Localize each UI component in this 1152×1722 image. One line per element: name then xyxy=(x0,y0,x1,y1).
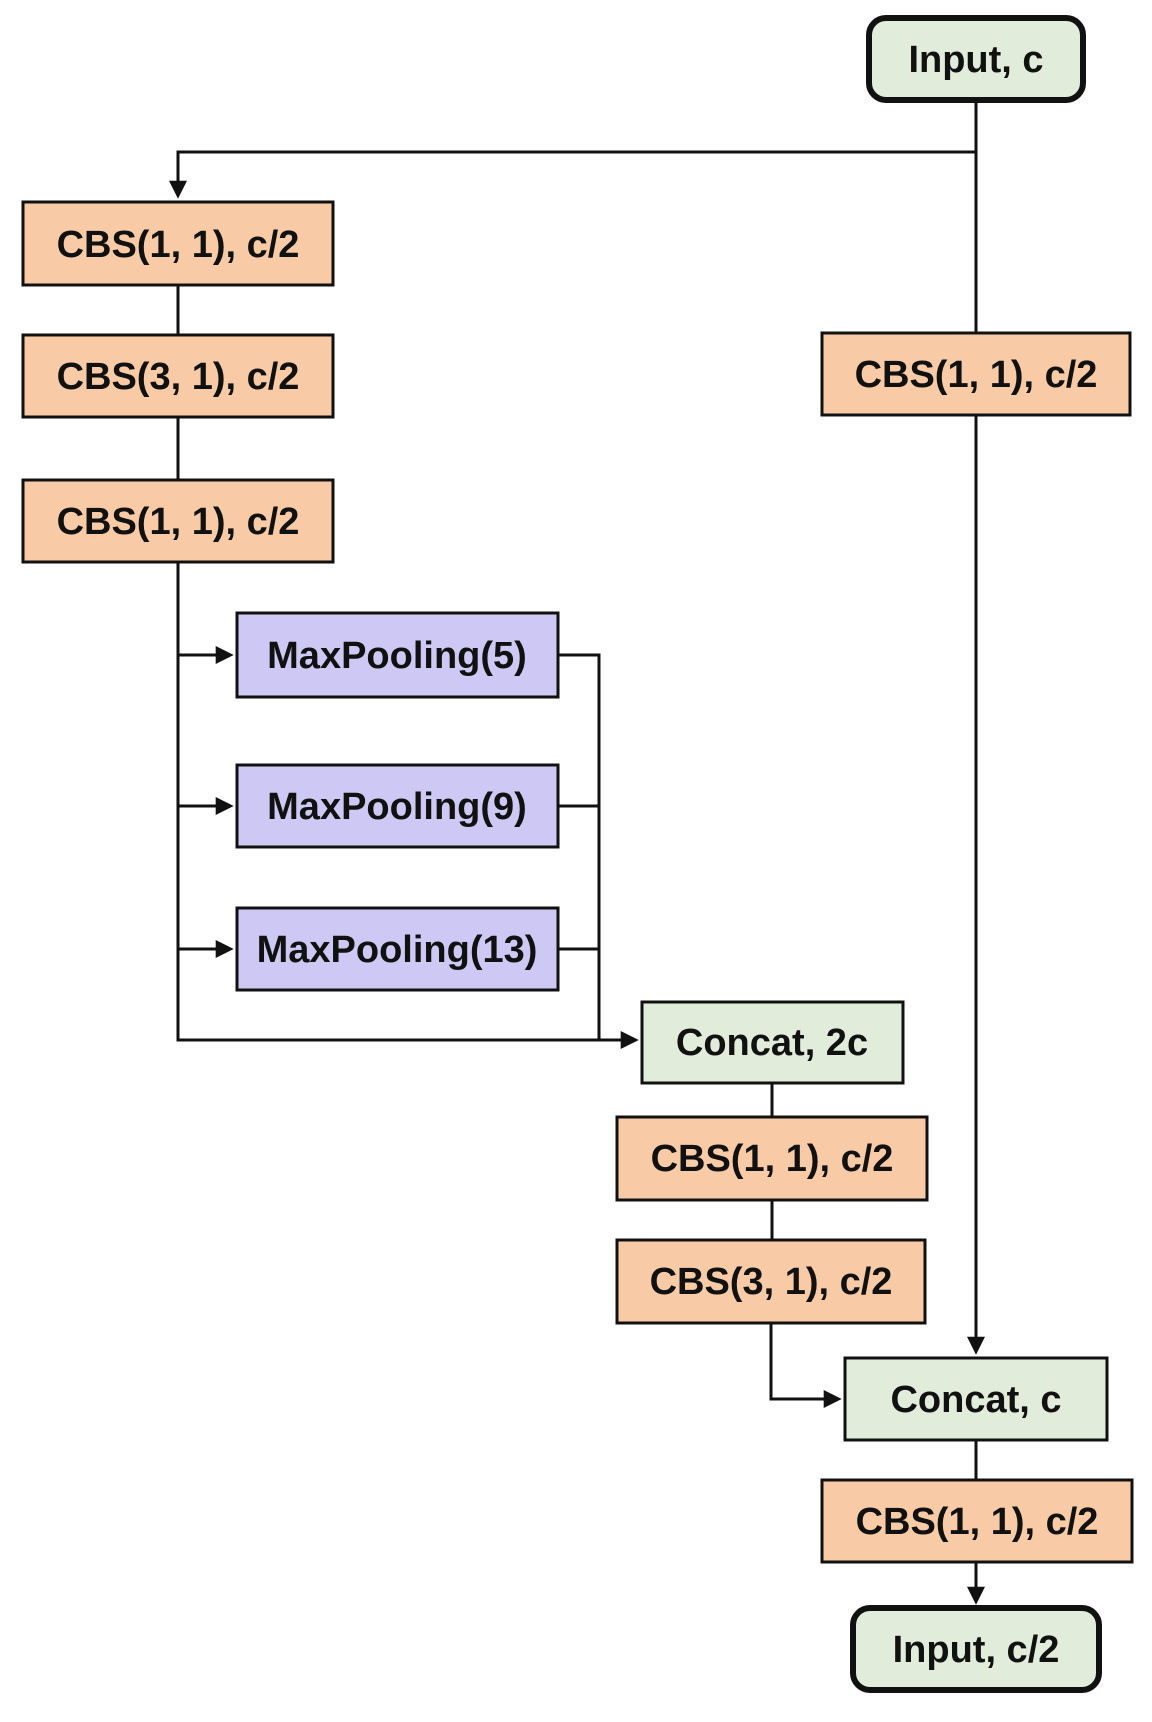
node-maxpool-5-label: MaxPooling(5) xyxy=(267,635,527,677)
node-cbs-left-1: CBS(1, 1), c/2 xyxy=(21,200,335,287)
node-cbs-bottom-1: CBS(1, 1), c/2 xyxy=(820,1478,1134,1564)
node-concat-2c-label: Concat, 2c xyxy=(676,1022,868,1064)
node-concat-c: Concat, c xyxy=(843,1356,1109,1442)
node-cbs-mid-1-label: CBS(1, 1), c/2 xyxy=(651,1138,894,1180)
node-cbs-left-2-box xyxy=(21,333,335,419)
node-cbs-mid-2-label: CBS(3, 1), c/2 xyxy=(650,1261,893,1303)
node-concat-c-label: Concat, c xyxy=(890,1379,1061,1421)
node-maxpool-9: MaxPooling(9) xyxy=(235,763,560,849)
node-input-top: Input, c xyxy=(866,15,1086,103)
node-cbs-right-1-box xyxy=(820,331,1132,417)
connector-maxpool5-collector xyxy=(558,653,601,1040)
node-cbs-mid-2: CBS(3, 1), c/2 xyxy=(615,1238,927,1325)
node-cbs-right-1: CBS(1, 1), c/2 xyxy=(820,331,1132,417)
connectors xyxy=(169,100,985,1605)
node-cbs-mid-1: CBS(1, 1), c/2 xyxy=(615,1115,929,1202)
node-input-bottom-label: Input, c/2 xyxy=(893,1629,1060,1671)
node-input-top-label: Input, c xyxy=(908,39,1043,81)
node-cbs-left-1-box xyxy=(21,200,335,287)
node-maxpool-13-box xyxy=(235,906,560,992)
node-cbs-left-1-label: CBS(1, 1), c/2 xyxy=(57,224,300,266)
node-maxpool-5: MaxPooling(5) xyxy=(235,611,560,699)
node-cbs-left-2: CBS(3, 1), c/2 xyxy=(21,333,335,419)
node-maxpool-13: MaxPooling(13) xyxy=(235,906,560,992)
node-input-top-box xyxy=(866,15,1086,103)
node-concat-2c: Concat, 2c xyxy=(640,1000,905,1085)
node-maxpool-13-label: MaxPooling(13) xyxy=(257,929,538,971)
node-cbs-bottom-1-label: CBS(1, 1), c/2 xyxy=(856,1501,1099,1543)
connector-cbsm2-to-concatc xyxy=(769,1323,842,1408)
node-input-bottom-box xyxy=(850,1605,1102,1693)
connector-left-trunk-to-concat2c xyxy=(176,562,639,1049)
node-cbs-left-3: CBS(1, 1), c/2 xyxy=(21,478,335,564)
node-cbs-left-3-label: CBS(1, 1), c/2 xyxy=(57,501,300,543)
node-cbs-left-3-box xyxy=(21,478,335,564)
node-concat-c-box xyxy=(843,1356,1109,1442)
node-cbs-mid-2-box xyxy=(615,1238,927,1325)
node-maxpool-5-box xyxy=(235,611,560,699)
node-concat-2c-box xyxy=(640,1000,905,1085)
node-cbs-left-2-label: CBS(3, 1), c/2 xyxy=(57,356,300,398)
node-cbs-right-1-label: CBS(1, 1), c/2 xyxy=(855,354,1098,396)
node-cbs-mid-1-box xyxy=(615,1115,929,1202)
node-cbs-bottom-1-box xyxy=(820,1478,1134,1564)
node-maxpool-9-box xyxy=(235,763,560,849)
node-maxpool-9-label: MaxPooling(9) xyxy=(267,786,527,828)
connector-input-to-left-branch xyxy=(169,100,978,199)
node-input-bottom: Input, c/2 xyxy=(850,1605,1102,1693)
